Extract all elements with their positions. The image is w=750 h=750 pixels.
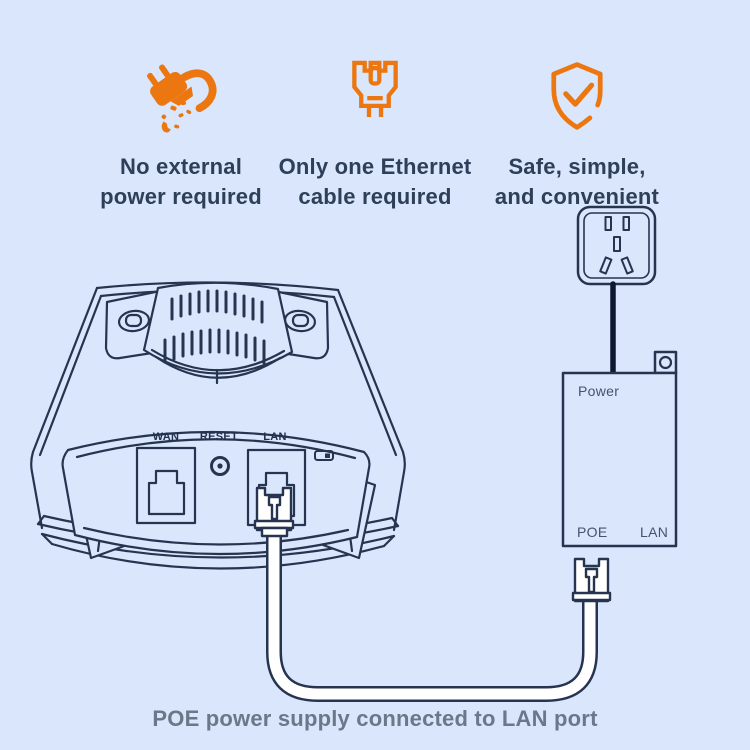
broken-power-plug-icon xyxy=(66,56,296,142)
shield-check-icon xyxy=(462,56,692,142)
access-point-illustration xyxy=(30,281,406,570)
injector-poe-label: POE xyxy=(577,524,608,540)
ethernet-connector-icon xyxy=(265,56,485,142)
wan-port xyxy=(135,446,197,525)
feature-caption-line: cable required xyxy=(298,184,452,209)
rj45-plug-lan xyxy=(253,486,295,538)
injector-mount-hole xyxy=(653,350,678,375)
heatsink-fins xyxy=(163,289,266,365)
rj45-plug-poe xyxy=(571,557,612,603)
ethernet-cable xyxy=(266,522,598,702)
feature-caption-line: and convenient xyxy=(494,184,660,209)
left-screw-hole xyxy=(117,309,151,333)
feature-caption-line: Safe, simple, xyxy=(508,154,646,179)
feature-caption-line: No external xyxy=(119,154,243,179)
diagram-caption: POE power supply connected to LAN port xyxy=(152,706,598,731)
injector-power-label: Power xyxy=(578,383,620,399)
feature-safe-simple: Safe, simple, and convenient xyxy=(462,56,692,212)
feature-caption-line: Only one Ethernet xyxy=(278,154,472,179)
feature-caption-line: power required xyxy=(100,184,262,209)
injector-lan-label: LAN xyxy=(640,524,669,540)
reset-button xyxy=(210,456,230,476)
wall-outlet-illustration xyxy=(576,205,657,286)
poe-injector-illustration xyxy=(561,350,678,548)
feature-one-cable: Only one Ethernet cable required xyxy=(265,56,485,212)
injector-body xyxy=(561,371,678,548)
led-indicator xyxy=(314,450,334,461)
reset-label: RESET xyxy=(199,431,239,443)
lan-port-label: LAN xyxy=(263,431,287,443)
feature-no-external-power: No external power required xyxy=(66,56,296,212)
mounting-bracket xyxy=(104,281,330,385)
wan-port-label: WAN xyxy=(152,431,180,443)
